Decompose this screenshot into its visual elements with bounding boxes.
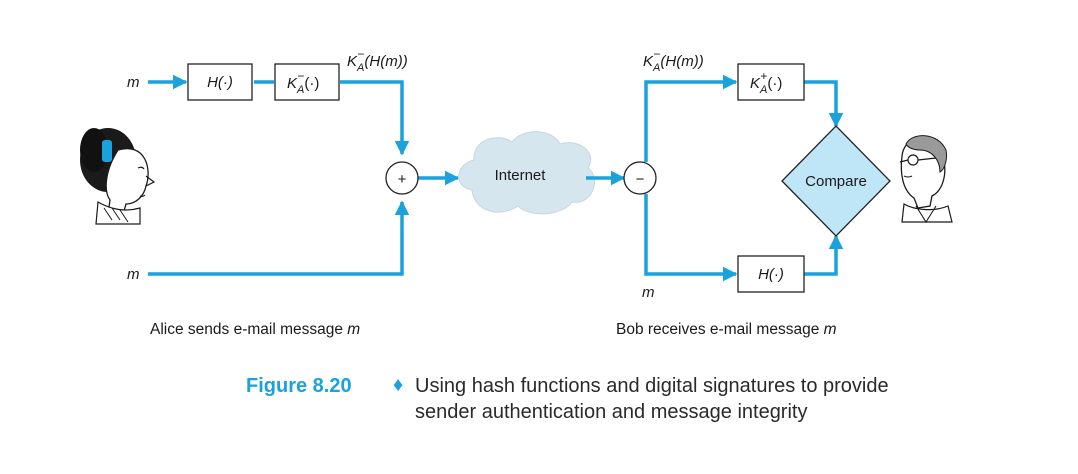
bob-verify-label: KA+(·) bbox=[750, 69, 782, 96]
figure-caption-line2: sender authentication and message integr… bbox=[415, 401, 807, 423]
figure-caption-line1: Using hash functions and digital signatu… bbox=[415, 375, 889, 397]
arrow-minus-to-verify bbox=[644, 74, 738, 162]
arrow-verify-to-compare bbox=[804, 80, 844, 128]
compare-diamond bbox=[781, 125, 891, 237]
arrow-m-bottom-to-plus bbox=[148, 200, 410, 276]
bob-m-label: m bbox=[642, 284, 655, 301]
bob-caption: Bob receives e-mail message m bbox=[616, 321, 837, 338]
alice-hash-box bbox=[187, 63, 253, 101]
alice-flow bbox=[148, 74, 460, 276]
bob-hash-box bbox=[737, 255, 805, 293]
minus-symbol: − bbox=[636, 171, 645, 188]
alice-hash-label: H(·) bbox=[207, 74, 233, 91]
arrow-sign-to-plus bbox=[340, 80, 410, 156]
bob-hash-label: H(·) bbox=[758, 266, 784, 283]
alice-avatar bbox=[80, 128, 156, 225]
bob-signed-hash-label: KA−(H(m)) bbox=[643, 47, 704, 74]
bob-flow bbox=[586, 74, 844, 282]
internet-cloud bbox=[458, 131, 596, 215]
alice-signed-hash-label: KA−(H(m)) bbox=[347, 47, 408, 74]
alice-m-bottom-label: m bbox=[127, 266, 140, 283]
compare-label: Compare bbox=[805, 173, 867, 190]
bob-avatar bbox=[899, 135, 953, 224]
arrow-hash-to-compare bbox=[804, 234, 844, 276]
figure-number: Figure 8.20 bbox=[246, 375, 352, 397]
arrow-minus-to-hash bbox=[644, 194, 738, 282]
bob-verify-box bbox=[737, 63, 805, 101]
internet-label: Internet bbox=[495, 167, 547, 184]
plus-combiner bbox=[385, 161, 419, 195]
alice-sign-box bbox=[274, 63, 340, 101]
plus-symbol: + bbox=[398, 171, 407, 188]
alice-caption: Alice sends e-mail message m bbox=[150, 321, 360, 338]
minus-splitter bbox=[623, 161, 657, 195]
alice-sign-label: KA−(·) bbox=[287, 69, 319, 96]
alice-m-top-label: m bbox=[127, 74, 140, 91]
figure-bullet: ♦ bbox=[393, 374, 403, 396]
